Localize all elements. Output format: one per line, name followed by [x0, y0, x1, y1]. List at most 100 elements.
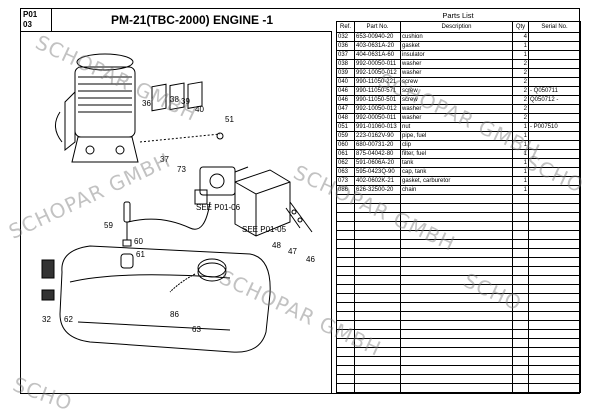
empty-cell [528, 320, 581, 330]
callout-62: 62 [64, 315, 73, 324]
cell-ref: 047 [336, 104, 355, 114]
empty-cell [528, 302, 581, 312]
cell-ref: 060 [336, 140, 355, 150]
cell-qty: 1 [512, 176, 529, 186]
cell-part-no: 402-0602K-21 [354, 176, 401, 186]
empty-cell [336, 221, 355, 231]
cell-ref: 059 [336, 131, 355, 141]
fuel-pipe [120, 201, 211, 269]
cell-qty: 1 [512, 41, 529, 51]
empty-cell [528, 239, 581, 249]
empty-cell [512, 239, 529, 249]
cell-ref: 048 [336, 113, 355, 123]
cell-qty: 2 [512, 95, 529, 105]
page-title: PM-21(TBC-2000) ENGINE -1 [52, 8, 332, 32]
cell-description: cap, tank [400, 167, 513, 177]
empty-cell [354, 266, 401, 276]
empty-row [336, 221, 581, 231]
cell-serial [528, 32, 581, 42]
cell-qty: 2 [512, 113, 529, 123]
empty-cell [336, 383, 355, 393]
cell-ref: 063 [336, 167, 355, 177]
empty-cell [354, 257, 401, 267]
empty-cell [400, 194, 513, 204]
callout-61: 61 [136, 250, 145, 259]
empty-cell [512, 347, 529, 357]
empty-cell [336, 293, 355, 303]
empty-cell [528, 347, 581, 357]
empty-cell [528, 383, 581, 393]
empty-row [336, 266, 581, 276]
empty-cell [528, 338, 581, 348]
empty-cell [528, 266, 581, 276]
callout-32: 32 [42, 315, 51, 324]
empty-cell [400, 365, 513, 375]
empty-row [336, 239, 581, 249]
cell-part-no: 992-00050-011 [354, 59, 401, 69]
cell-part-no: 991-01060-013 [354, 122, 401, 132]
cell-qty: 2 [512, 68, 529, 78]
empty-cell [528, 257, 581, 267]
callout-46: 46 [306, 255, 315, 264]
cell-description: insulator [400, 50, 513, 60]
empty-cell [512, 203, 529, 213]
empty-cell [336, 230, 355, 240]
cell-ref: 038 [336, 59, 355, 69]
empty-cell [512, 248, 529, 258]
col-part-no: Part No. [354, 21, 401, 33]
cell-serial [528, 68, 581, 78]
page-code-line2: 03 [23, 20, 32, 29]
cell-description: filter, fuel [400, 149, 513, 159]
empty-cell [336, 302, 355, 312]
air-cleaner [234, 169, 291, 237]
empty-cell [400, 356, 513, 366]
cell-description: gasket, carburetor [400, 176, 513, 186]
empty-cell [400, 374, 513, 384]
empty-row [336, 383, 581, 393]
cell-part-no: 595-0423Q-90 [354, 167, 401, 177]
empty-cell [354, 248, 401, 258]
callout-73: 73 [177, 165, 186, 174]
empty-cell [512, 257, 529, 267]
cell-part-no: 875-04042-80 [354, 149, 401, 159]
empty-row [336, 248, 581, 258]
cell-qty: 2 [512, 86, 529, 96]
empty-cell [354, 356, 401, 366]
empty-cell [400, 383, 513, 393]
empty-cell [354, 383, 401, 393]
empty-row [336, 374, 581, 384]
empty-cell [512, 230, 529, 240]
cell-ref: 040 [336, 77, 355, 87]
empty-row [336, 257, 581, 267]
empty-cell [512, 374, 529, 384]
empty-cell [512, 266, 529, 276]
empty-cell [336, 212, 355, 222]
cushion-32 [41, 259, 55, 279]
cell-part-no: 680-00731-20 [354, 140, 401, 150]
cell-description: washer [400, 68, 513, 78]
cell-serial [528, 59, 581, 69]
empty-cell [400, 257, 513, 267]
empty-cell [400, 338, 513, 348]
empty-row [336, 275, 581, 285]
empty-cell [400, 320, 513, 330]
empty-cell [512, 338, 529, 348]
col-qty: Qty [512, 21, 529, 33]
cell-qty: 4 [512, 32, 529, 42]
cell-serial [528, 50, 581, 60]
empty-cell [400, 266, 513, 276]
cell-part-no: 591-0606A-20 [354, 158, 401, 168]
empty-cell [336, 275, 355, 285]
empty-cell [528, 230, 581, 240]
cell-ref: 037 [336, 50, 355, 60]
empty-cell [336, 374, 355, 384]
empty-cell [336, 239, 355, 249]
empty-cell [528, 365, 581, 375]
empty-cell [354, 302, 401, 312]
fuel-tank [41, 245, 271, 353]
parts-table: Ref. Part No. Description Qty Serial No.… [336, 21, 581, 393]
